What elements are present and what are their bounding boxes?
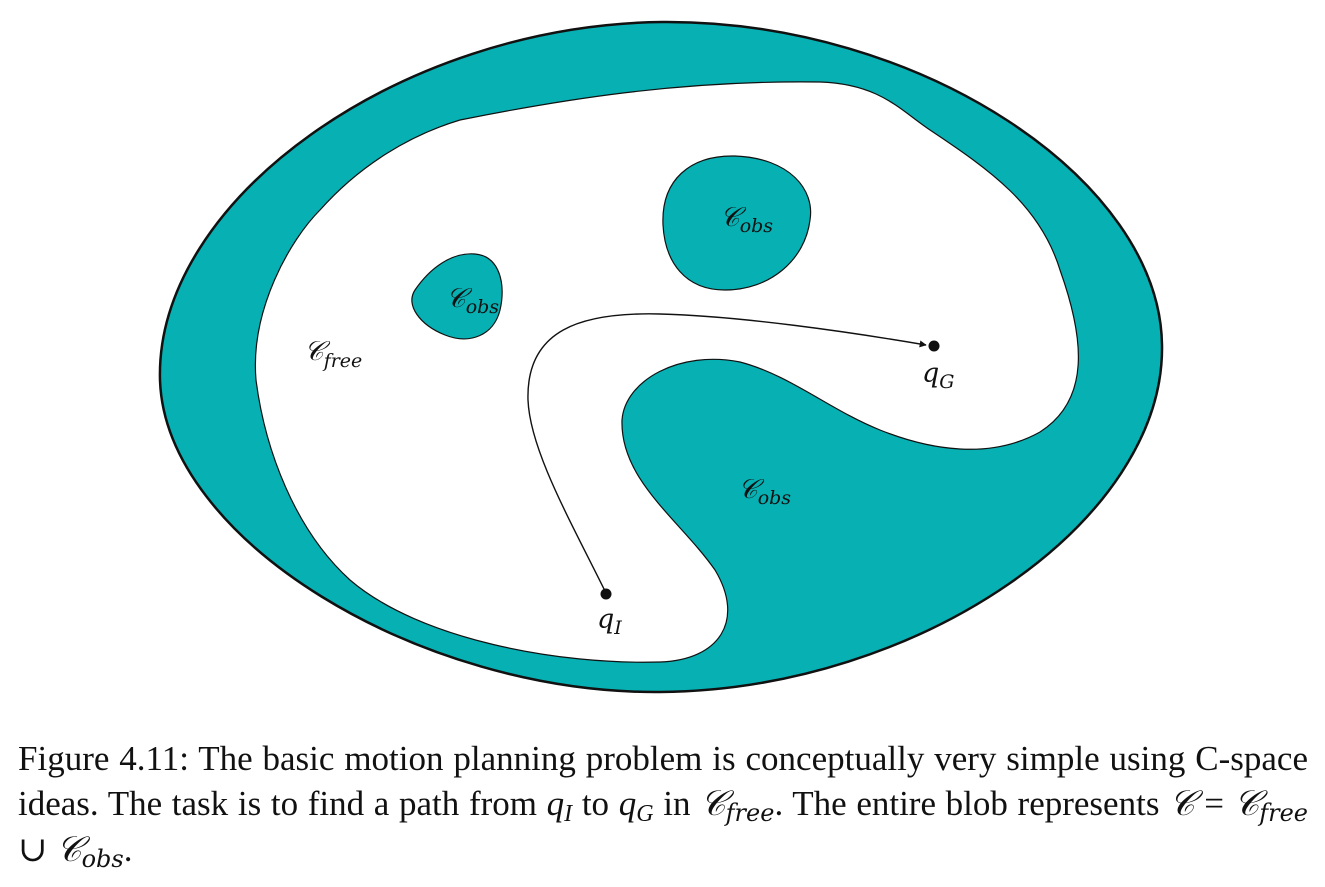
caption-union: ∪ [18, 830, 57, 869]
caption-equals: = [1194, 784, 1234, 823]
caption-c: 𝒞 [1169, 784, 1195, 824]
label-q-init: qI [597, 604, 622, 639]
caption-q-goal: qG [618, 784, 654, 827]
label-q-goal: qG [922, 358, 954, 393]
caption-q-init: qI [546, 784, 573, 827]
obstacle-left [411, 253, 503, 340]
caption-c-obs: 𝒞obs [56, 830, 124, 873]
caption-mid: . The entire blob represents [774, 784, 1170, 823]
planned-path [527, 313, 927, 594]
obstacle-top [662, 155, 812, 291]
caption-prefix: Figure 4.11: The basic motion planning p… [18, 739, 1308, 823]
motion-planning-diagram: 𝒞obs 𝒞obs 𝒞obs 𝒞free qI qG [158, 20, 1164, 694]
free-space-region [254, 81, 1079, 663]
caption-c-free: 𝒞free [700, 784, 775, 827]
q-init-point [600, 588, 612, 600]
caption-to: to [572, 784, 619, 823]
figure-caption: Figure 4.11: The basic motion planning p… [18, 736, 1308, 873]
caption-end: . [123, 830, 133, 869]
label-obs-left: 𝒞obs [446, 283, 499, 318]
caption-in: in [653, 784, 701, 823]
q-goal-point [928, 340, 940, 352]
caption-c-free-2: 𝒞free [1233, 784, 1308, 827]
label-obs-bottom: 𝒞obs [738, 474, 791, 509]
